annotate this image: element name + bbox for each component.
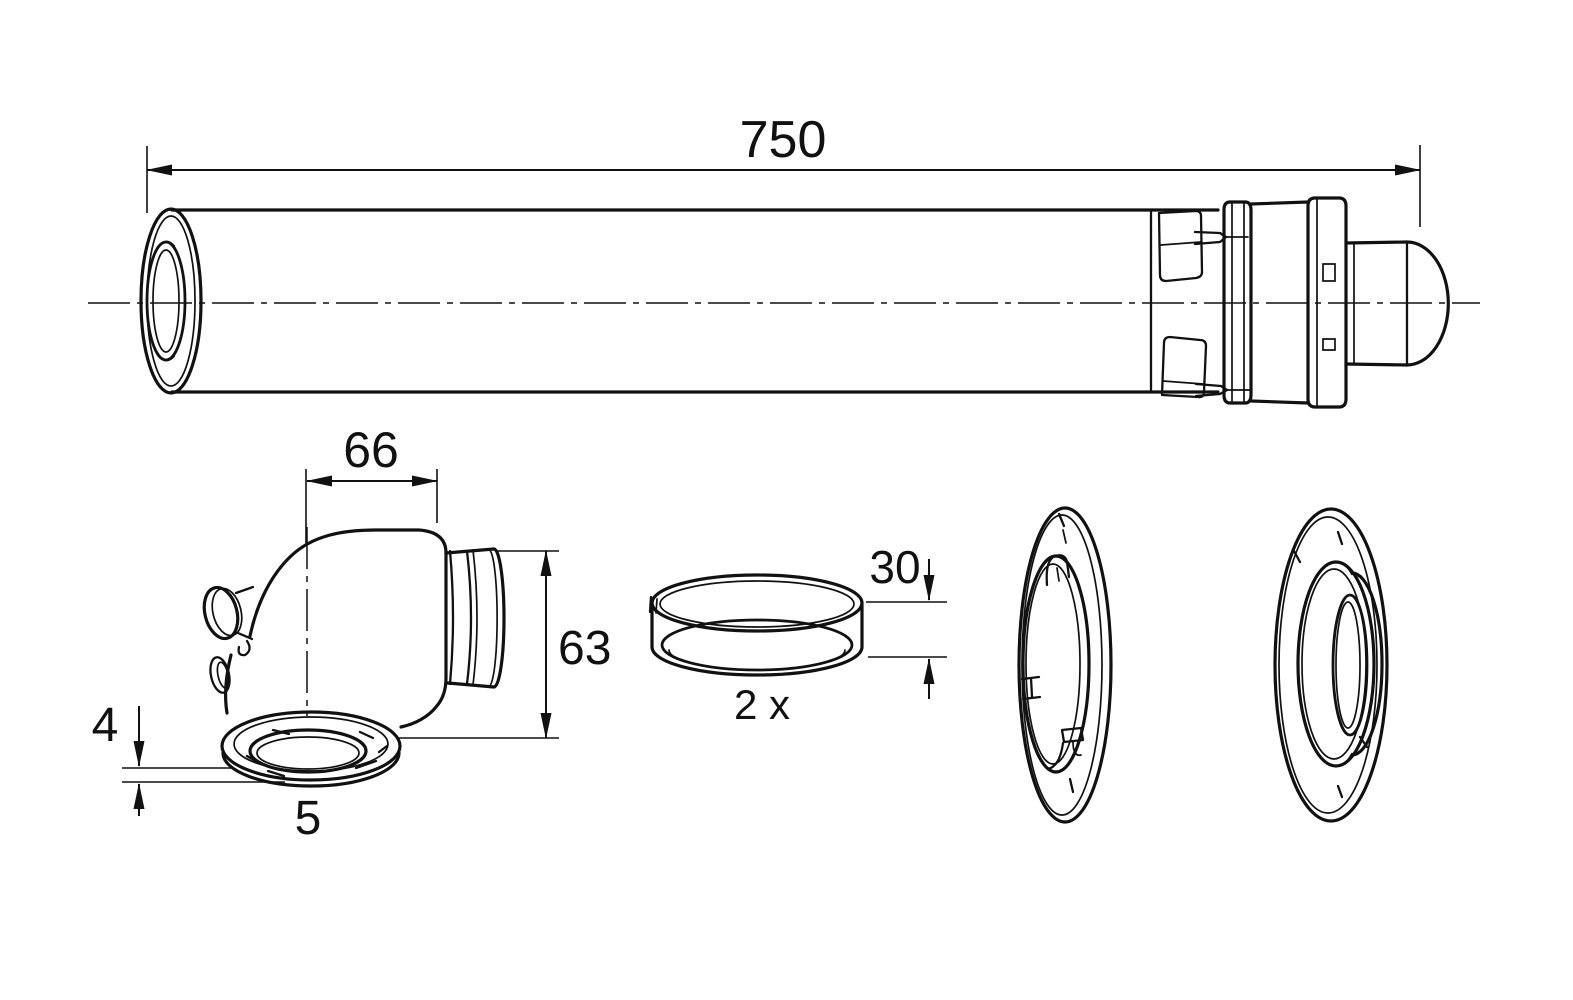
mounting-flange <box>1017 506 1113 824</box>
flue-elbow: 66 63 4 5 <box>92 422 612 845</box>
flange-thickness-label: 4 <box>92 699 119 752</box>
flange-lip-label: 5 <box>295 792 322 845</box>
elbow-test-port-cap <box>202 585 255 694</box>
flange-bottom-clip <box>1046 726 1085 771</box>
ring-quantity-label: 2 x <box>734 681 790 728</box>
pipe-top-clip <box>1157 209 1249 283</box>
flange-side-notch <box>1020 675 1042 701</box>
dimension-elbow-width: 66 <box>306 422 438 523</box>
concentric-flue-pipe: 750 <box>88 111 1480 409</box>
pipe-bottom-clip <box>1160 335 1250 399</box>
dimension-ring-height: 30 <box>866 541 947 699</box>
elbow-outlet-spigot <box>444 547 506 689</box>
pipe-collar <box>1306 196 1348 409</box>
ring-height-label: 30 <box>869 541 920 593</box>
trim-ring: 30 2 x <box>648 541 947 728</box>
flange-top-clip <box>1045 554 1071 587</box>
elbow-width-label: 66 <box>343 422 399 478</box>
dimension-elbow-outlet: 63 <box>396 550 611 739</box>
pipe-length-label: 750 <box>740 111 827 169</box>
dimension-flange-thickness: 4 <box>92 699 285 816</box>
dimension-pipe-length: 750 <box>146 111 1421 227</box>
rosette-opening <box>1331 593 1369 737</box>
pipe-gasket-band <box>1222 200 1253 405</box>
elbow-flange <box>220 710 402 788</box>
pipe-spigot-end <box>1344 240 1450 367</box>
elbow-outlet-label: 63 <box>558 622 611 675</box>
wall-rosette <box>1273 507 1389 823</box>
